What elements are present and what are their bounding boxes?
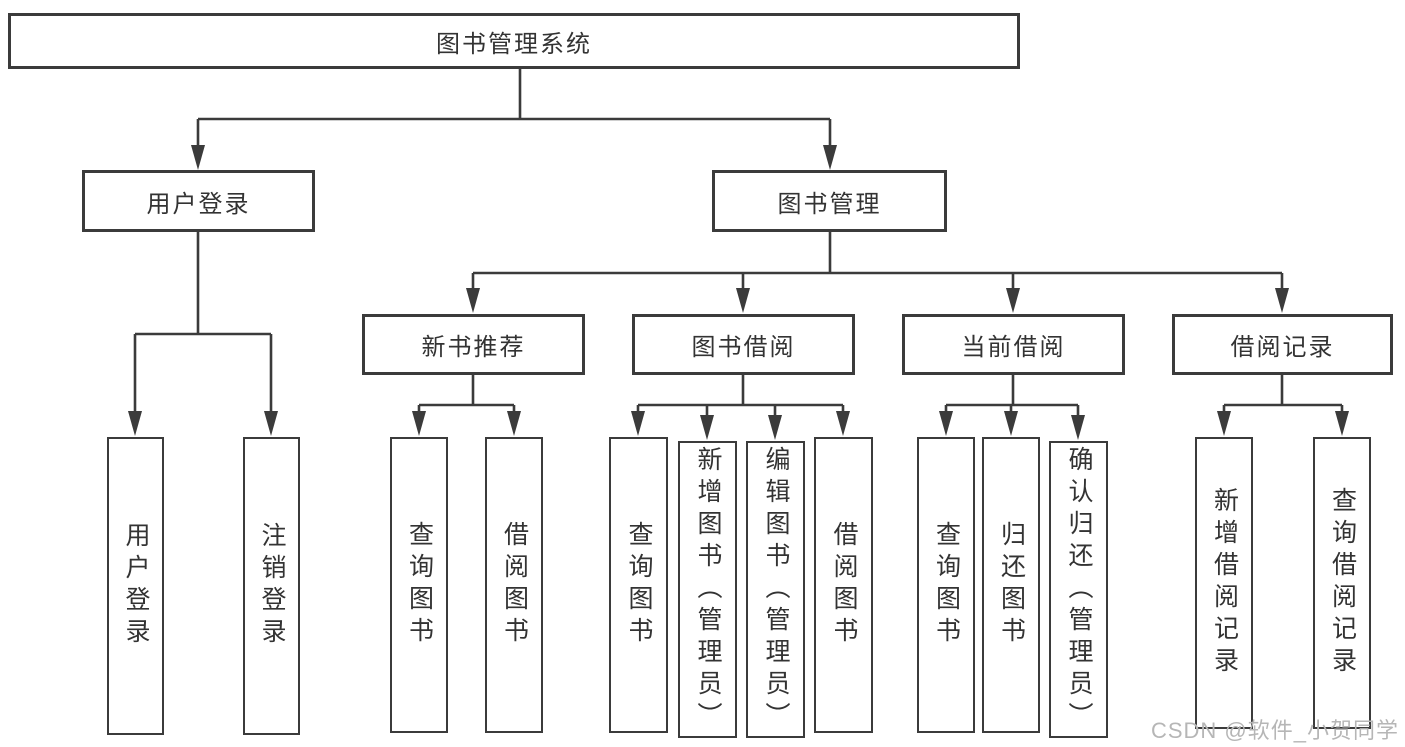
leaf-confirm-return-admin: 确认归还（管理员） (1049, 441, 1108, 738)
leaf-edit-book-admin: 编辑图书（管理员） (746, 441, 805, 738)
node-current-borrow: 当前借阅 (902, 314, 1125, 375)
node-user-login: 用户登录 (82, 170, 315, 232)
connector-root-to-level2 (191, 68, 837, 170)
connector-borrow-records-branch (1217, 375, 1349, 436)
leaf-label: 新增借阅记录 (1210, 487, 1239, 679)
node-book-borrow: 图书借阅 (632, 314, 855, 375)
leaf-label: 注销登录 (258, 522, 286, 650)
leaf-label: 新增图书（管理员） (694, 445, 722, 734)
connector-book-management-branch (466, 232, 1289, 313)
leaf-label: 确认归还（管理员） (1065, 445, 1093, 734)
watermark: CSDN @软件_小贺同学 (1150, 718, 1399, 743)
leaf-label: 查询图书 (932, 521, 961, 649)
leaf-add-book-admin: 新增图书（管理员） (678, 441, 737, 738)
leaf-query-books: 查询图书 (390, 437, 448, 733)
leaf-label: 查询图书 (405, 521, 434, 649)
leaf-return-book: 归还图书 (982, 437, 1040, 733)
connector-user-login-branch (128, 232, 278, 436)
leaf-label: 编辑图书（管理员） (762, 445, 790, 734)
leaf-label: 查询图书 (625, 521, 653, 649)
node-root: 图书管理系统 (8, 13, 1020, 69)
node-book-borrow-label: 图书借阅 (691, 334, 796, 361)
leaf-borrow-books: 借阅图书 (485, 437, 543, 733)
node-current-borrow-label: 当前借阅 (961, 334, 1066, 361)
leaf-user-login: 用户登录 (107, 437, 164, 735)
node-borrow-records-label: 借阅记录 (1230, 334, 1335, 361)
connector-book-borrow-branch (631, 375, 850, 440)
node-new-book-recommend: 新书推荐 (362, 314, 585, 375)
node-book-management: 图书管理 (712, 170, 947, 232)
leaf-label: 用户登录 (122, 522, 150, 650)
connector-new-book-branch (412, 375, 521, 436)
node-user-login-label: 用户登录 (146, 190, 251, 218)
leaf-add-borrow-record: 新增借阅记录 (1195, 437, 1253, 729)
node-root-label: 图书管理系统 (436, 30, 592, 58)
connector-current-borrow-branch (939, 375, 1085, 440)
leaf-logout: 注销登录 (243, 437, 300, 735)
node-borrow-records: 借阅记录 (1172, 314, 1393, 375)
leaf-query-books-3: 查询图书 (917, 437, 975, 733)
leaf-label: 归还图书 (997, 521, 1026, 649)
leaf-label: 借阅图书 (830, 521, 858, 649)
node-new-book-recommend-label: 新书推荐 (421, 334, 526, 361)
node-book-management-label: 图书管理 (777, 190, 882, 218)
leaf-borrow-books-2: 借阅图书 (814, 437, 873, 733)
leaf-query-borrow-record: 查询借阅记录 (1313, 437, 1371, 729)
leaf-label: 借阅图书 (500, 521, 529, 649)
leaf-label: 查询借阅记录 (1328, 487, 1357, 679)
leaf-query-books-2: 查询图书 (609, 437, 668, 733)
